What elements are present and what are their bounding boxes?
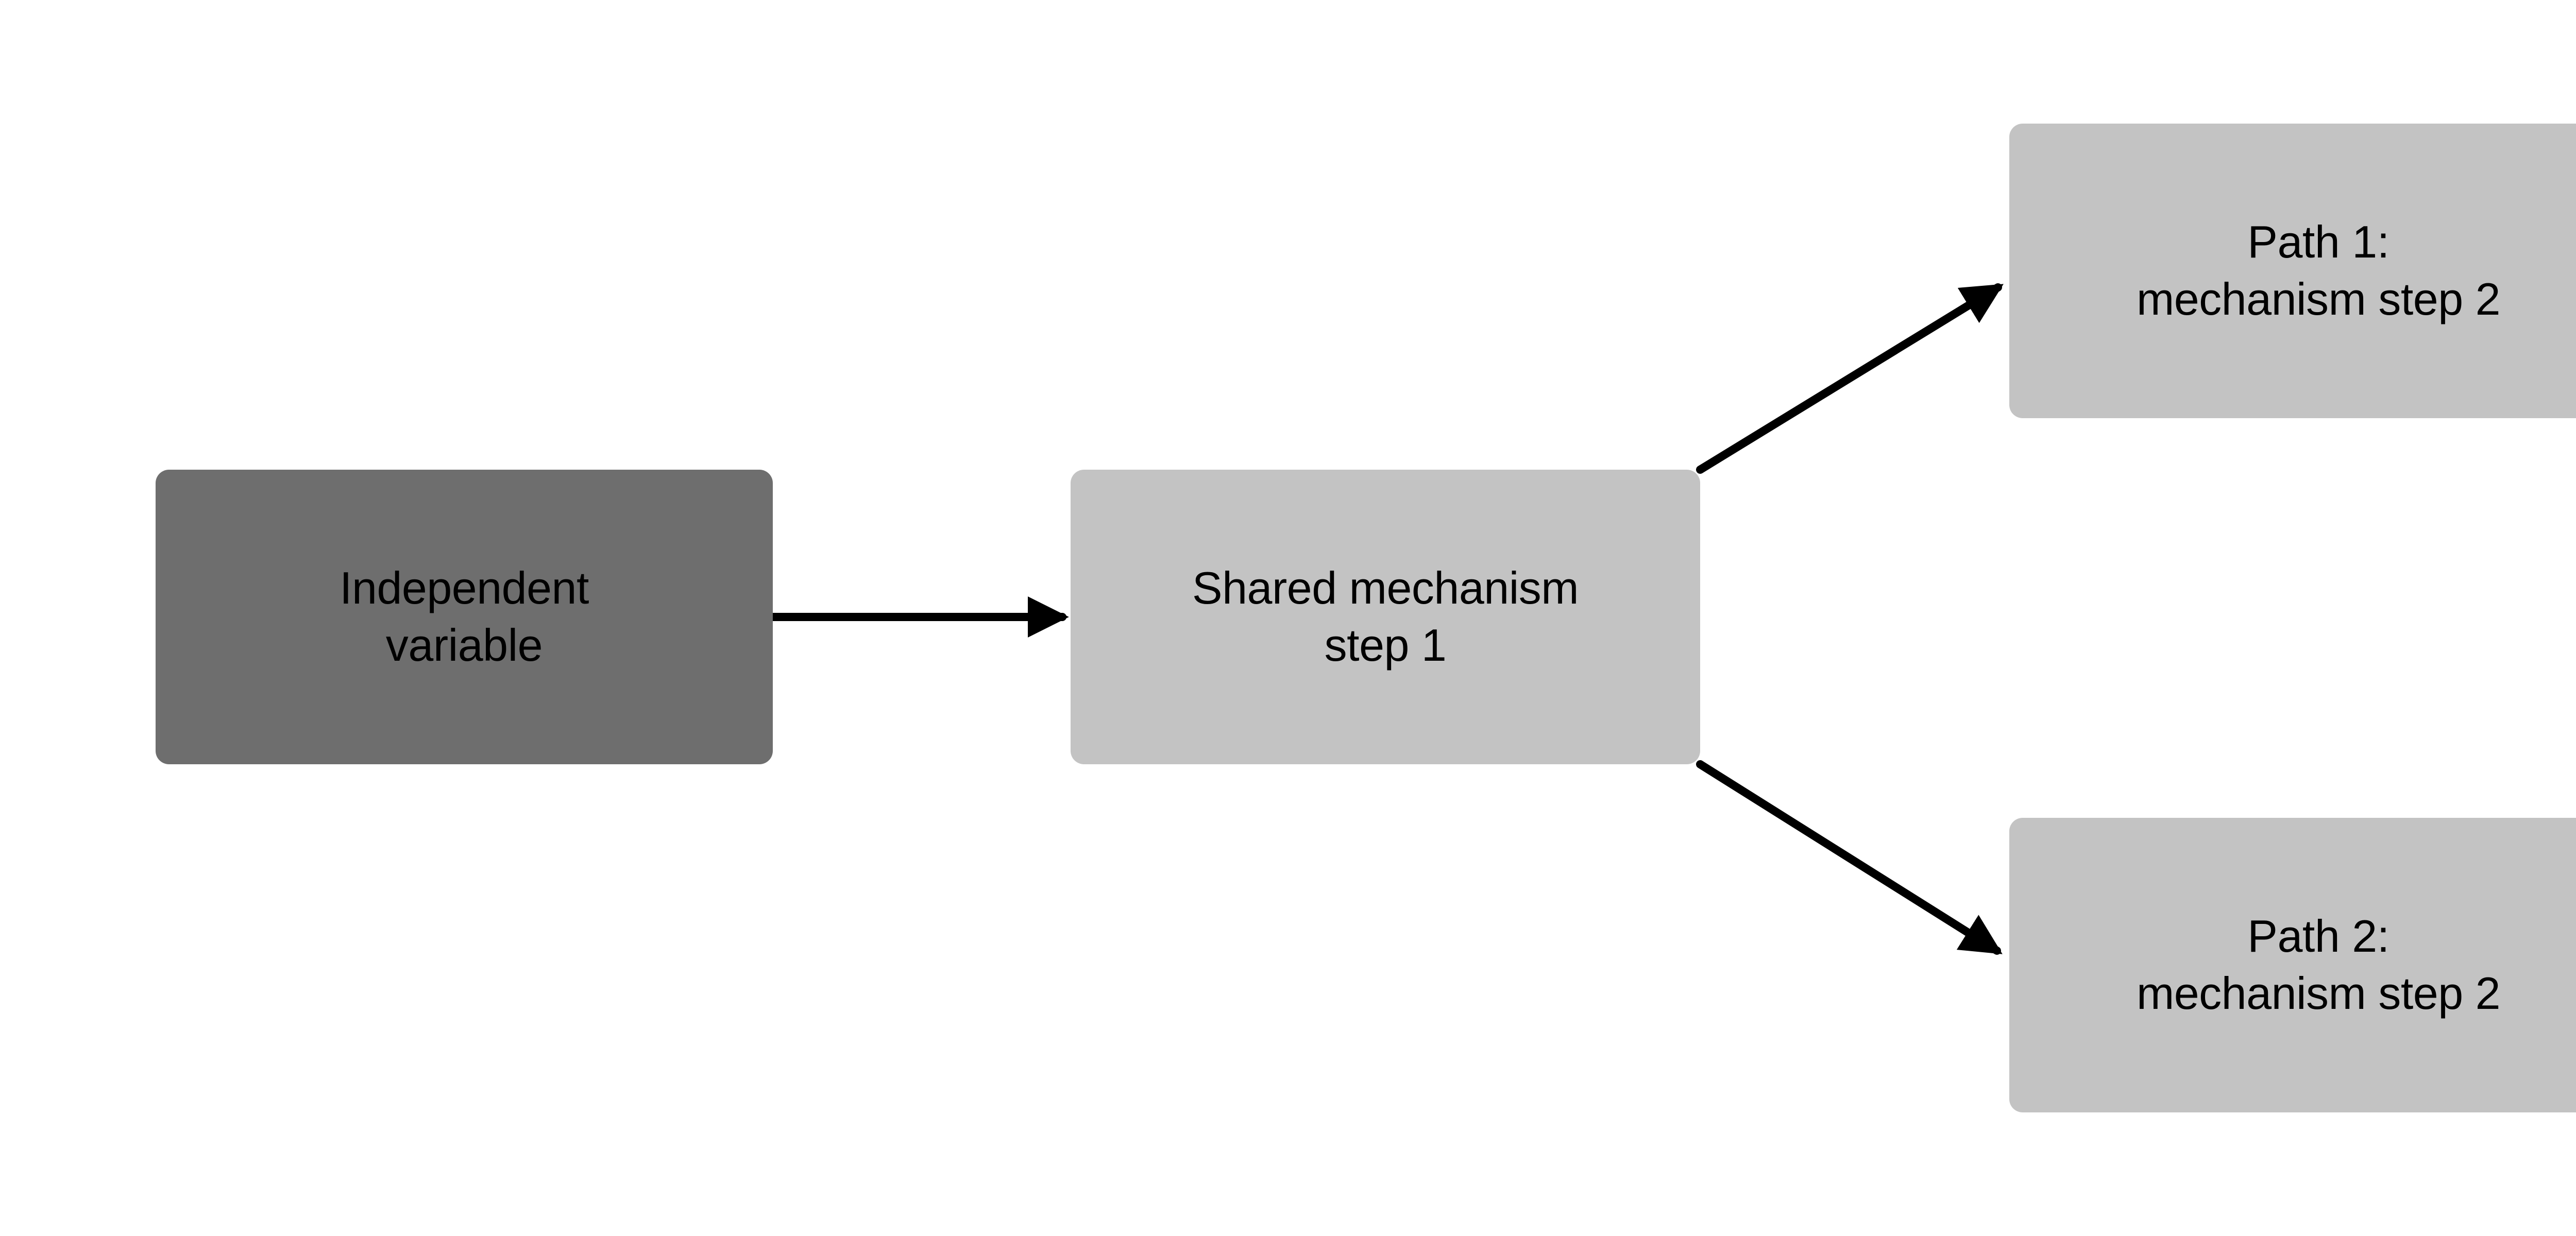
edge-shared-to-path1: [1696, 283, 2004, 474]
edge-shared-to-path2: [1696, 760, 2003, 955]
node-path-2-mechanism-step-2-label: Path 2: mechanism step 2: [2136, 911, 2501, 1019]
node-shared-mechanism-step-1-label: Shared mechanism step 1: [1192, 562, 1579, 671]
node-independent-variable[interactable]: Independent variable: [156, 470, 773, 764]
node-path-1-mechanism-step-2-label: Path 1: mechanism step 2: [2136, 216, 2501, 324]
node-path-2-mechanism-step-2[interactable]: Path 2: mechanism step 2: [2009, 818, 2576, 1112]
node-shared-mechanism-step-1[interactable]: Shared mechanism step 1: [1071, 470, 1700, 764]
node-independent-variable-label: Independent variable: [340, 562, 589, 671]
node-path-1-mechanism-step-2[interactable]: Path 1: mechanism step 2: [2009, 124, 2576, 418]
